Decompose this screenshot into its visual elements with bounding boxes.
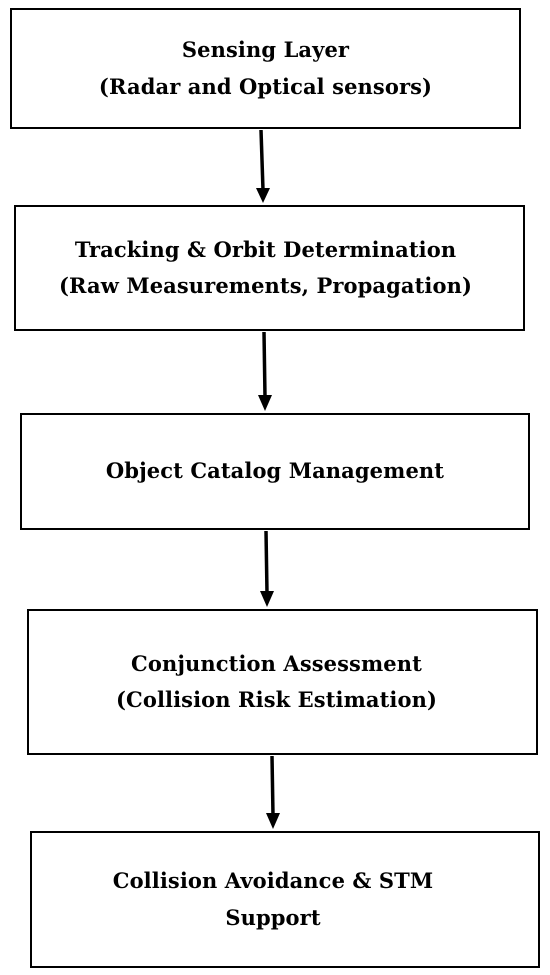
- step-title: Tracking & Orbit Determination: [74, 236, 457, 262]
- step-box-collision-avoidance-stm: Collision Avoidance & STM Support: [30, 831, 540, 968]
- arrow-1-to-2: [256, 129, 270, 203]
- step-title: Sensing Layer: [181, 37, 350, 63]
- step-box-tracking-orbit-determination: Tracking & Orbit Determination (Raw Meas…: [14, 205, 525, 331]
- arrow-4-to-5: [266, 755, 280, 829]
- step-box-conjunction-assessment: Conjunction Assessment (Collision Risk E…: [27, 609, 538, 755]
- step-subtitle: (Radar and Optical sensors): [98, 73, 433, 99]
- arrow-3-to-4: [260, 530, 274, 607]
- step-box-object-catalog-management: Object Catalog Management: [20, 413, 530, 530]
- step-title: Conjunction Assessment: [131, 650, 422, 676]
- step-subtitle: Support: [225, 904, 321, 930]
- step-box-sensing-layer: Sensing Layer (Radar and Optical sensors…: [10, 8, 521, 129]
- step-subtitle: (Raw Measurements, Propagation): [58, 273, 473, 298]
- step-subtitle: (Collision Risk Estimation): [115, 687, 437, 712]
- step-title: Object Catalog Management: [105, 458, 445, 484]
- arrow-2-to-3: [258, 331, 272, 411]
- step-title: Collision Avoidance & STM: [112, 868, 434, 894]
